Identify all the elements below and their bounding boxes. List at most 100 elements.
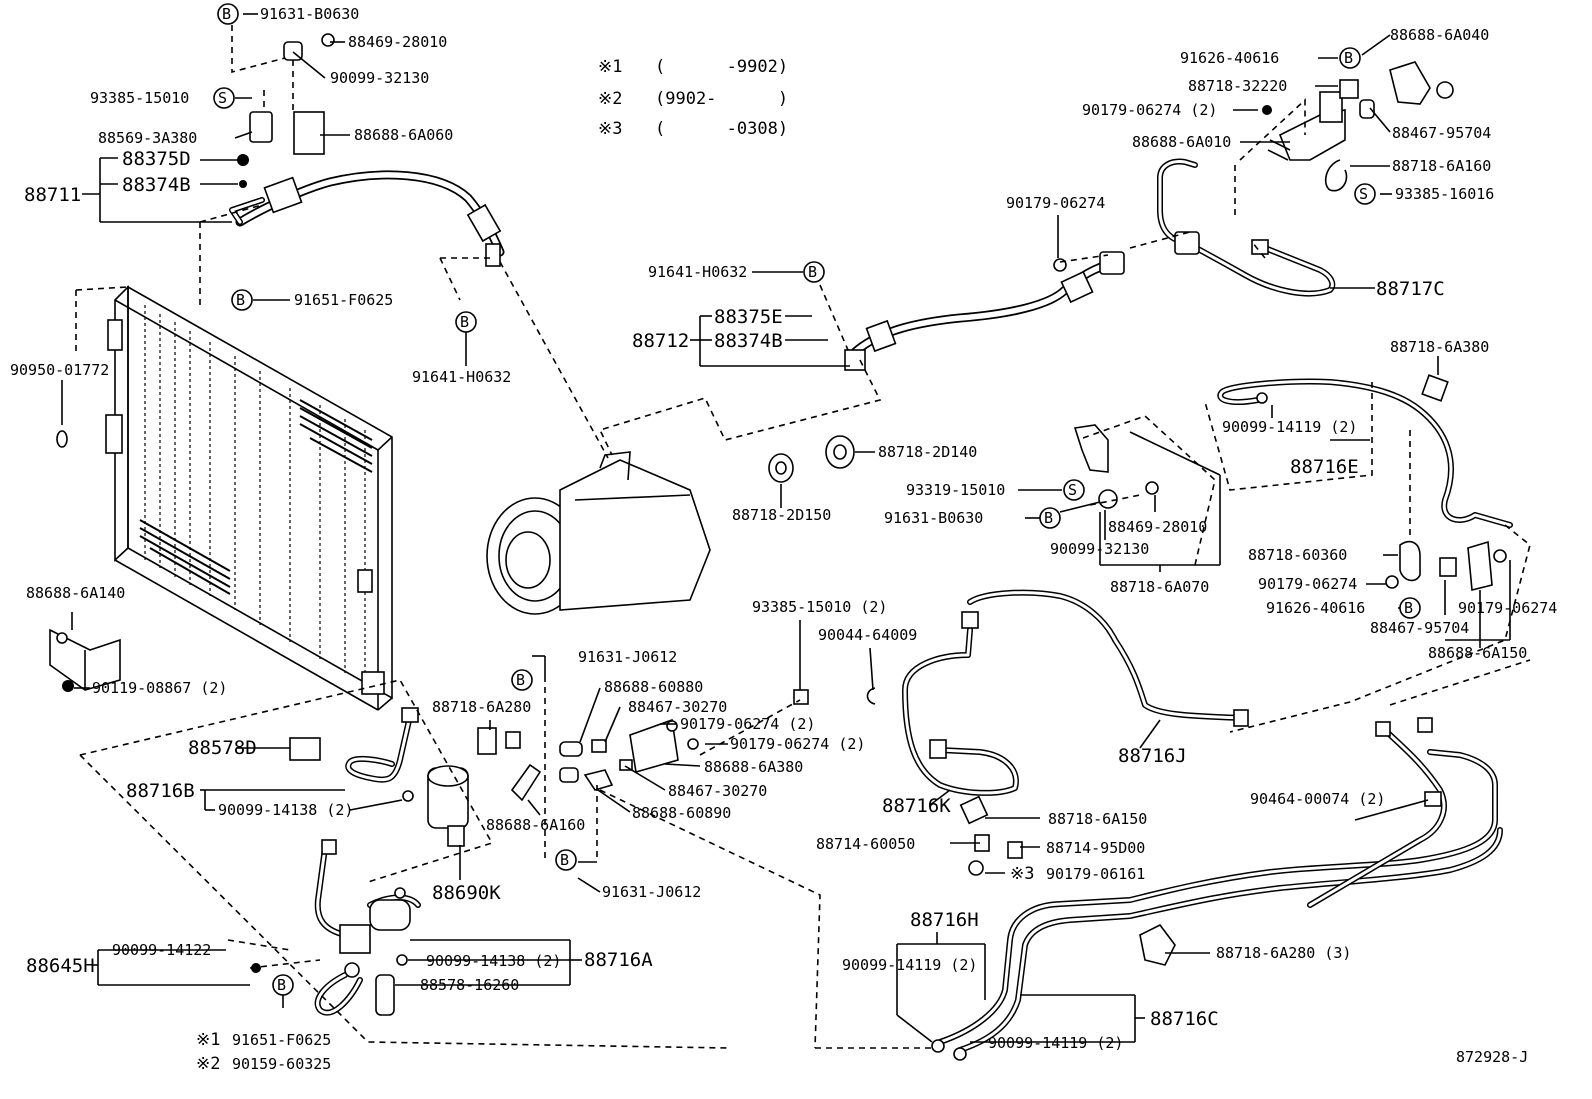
part-label: 88718-6A380 (1390, 338, 1489, 356)
part-label: 88718-6A280 (432, 698, 531, 716)
part-label: 91631-B0630 (884, 509, 983, 527)
part-label: 93319-15010 (906, 481, 1005, 499)
part-label: 88714-95D00 (1046, 839, 1145, 857)
condenser-drawing (105, 285, 393, 711)
part-label: 90119-08867 (2) (92, 679, 227, 697)
part-label: 88718-6A160 (1392, 157, 1491, 175)
part-label: 88690K (432, 882, 501, 904)
part-label: 88716E (1290, 456, 1359, 478)
mark-b-10: B (277, 976, 286, 994)
leader-lines (56, 13, 1511, 1043)
mark-b-8: B (516, 671, 525, 689)
part-label: 88716K (882, 795, 951, 817)
mark-s-3: S (1068, 481, 1077, 499)
part-label: 90179-06274 (2) (680, 715, 815, 733)
part-label: 88375D (122, 148, 191, 170)
mark-b-9: B (560, 851, 569, 869)
part-label: 88688-6A150 (1428, 644, 1527, 662)
part-label: 91641-H0632 (412, 368, 511, 386)
part-label: 88712 (632, 330, 689, 352)
suction-hose-drawing (844, 251, 1125, 371)
part-label: 88718-60360 (1248, 546, 1347, 564)
part-label: 90099-32130 (1050, 540, 1149, 558)
part-label: 88569-3A380 (98, 129, 197, 147)
part-label: 88716C (1150, 1008, 1219, 1030)
pipe-88717c-drawing (1157, 158, 1336, 297)
mark-b-7: B (1404, 599, 1413, 617)
pipe-88716jk-drawing (866, 589, 1503, 1061)
part-label: 90179-06274 (2) (730, 735, 865, 753)
part-label: 90099-14138 (2) (426, 952, 561, 970)
diagram-id: 872928-J (1456, 1048, 1528, 1066)
part-label: 90099-14138 (2) (218, 801, 353, 819)
mark-s-1: S (218, 89, 227, 107)
note-mark-3: ※3 (598, 119, 622, 139)
note-mark-2: ※2 (598, 89, 622, 109)
part-label: 88469-28010 (1108, 518, 1207, 536)
part-label: 91651-F0625 (232, 1031, 331, 1049)
mark-b-4: B (1344, 49, 1353, 67)
mark-b-6: B (1044, 509, 1053, 527)
grommets-drawing (768, 435, 855, 483)
part-label: 88467-95704 (1392, 124, 1491, 142)
part-label: 90159-60325 (232, 1055, 331, 1073)
part-label: 88718-2D150 (732, 506, 831, 524)
notes-legend: ※1 ( -9902) ※2 (9902- ) ※3 ( -0308) (598, 57, 788, 139)
part-label: 90099-14122 (112, 941, 211, 959)
part-label: 88718-6A070 (1110, 578, 1209, 596)
part-label: 90044-64009 (818, 626, 917, 644)
part-label: 88688-60880 (604, 678, 703, 696)
part-label: 91651-F0625 (294, 291, 393, 309)
part-label: 88645H (26, 955, 95, 977)
part-label: 88714-60050 (816, 835, 915, 853)
part-label: 88716B (126, 780, 195, 802)
bracket-drawing-left (49, 628, 121, 692)
mark-s-2: S (1359, 185, 1368, 203)
part-label: 90179-06274 (1458, 599, 1557, 617)
part-label: 90099-14119 (2) (988, 1034, 1123, 1052)
part-label: 91631-J0612 (602, 883, 701, 901)
part-label: 93385-15010 (90, 89, 189, 107)
part-label: 88374B (122, 174, 191, 196)
mark-b-1: B (222, 5, 231, 23)
part-label: 93385-16016 (1395, 185, 1494, 203)
bracket-drawing-top-right (1262, 61, 1454, 192)
part-label: 88469-28010 (348, 33, 447, 51)
part-label: 90179-06274 (1258, 575, 1357, 593)
part-label: 88467-30270 (628, 698, 727, 716)
part-label: 88718-6A280 (3) (1216, 944, 1351, 962)
part-label: 88467-30270 (668, 782, 767, 800)
part-label-mark: ※2 (196, 1054, 220, 1074)
part-label: 88375E (714, 306, 783, 328)
part-label: 91626-40616 (1180, 49, 1279, 67)
note-range-3: ( -0308) (655, 119, 788, 139)
mark-b-3: B (460, 313, 469, 331)
part-label: 88688-6A380 (704, 758, 803, 776)
part-label: 88688-6A140 (26, 584, 125, 602)
part-label: 88688-60890 (632, 804, 731, 822)
dashed-connector-lines (75, 14, 1531, 1050)
part-label: 90099-14119 (2) (842, 956, 977, 974)
part-label: 88688-6A060 (354, 126, 453, 144)
part-label: 88716H (910, 909, 979, 931)
part-label: 93385-15010 (2) (752, 598, 887, 616)
part-label: 88716J (1118, 745, 1187, 767)
part-label: 90179-06274 (1006, 194, 1105, 212)
part-label: 88718-2D140 (878, 443, 977, 461)
part-label: 91631-J0612 (578, 648, 677, 666)
part-label-mark: ※1 (196, 1030, 220, 1050)
note-range-2: (9902- ) (655, 89, 788, 109)
part-labels: 91631-B0630 88469-28010 90099-32130 9338… (10, 5, 1557, 1074)
pipe-88716b-drawing (289, 707, 419, 802)
mark-b-2: B (236, 291, 245, 309)
bracket-drawing-center (1073, 424, 1159, 509)
pressure-switch-drawing (427, 765, 469, 847)
receiver-drawer-drawing (251, 839, 421, 1016)
part-label: 90179-06161 (1046, 865, 1145, 883)
compressor-drawing (486, 451, 711, 615)
pipe-88716e-drawing (1217, 374, 1513, 528)
discharge-hose-drawing (229, 33, 505, 267)
mark-b-5: B (808, 263, 817, 281)
part-label: 88578D (188, 737, 257, 759)
